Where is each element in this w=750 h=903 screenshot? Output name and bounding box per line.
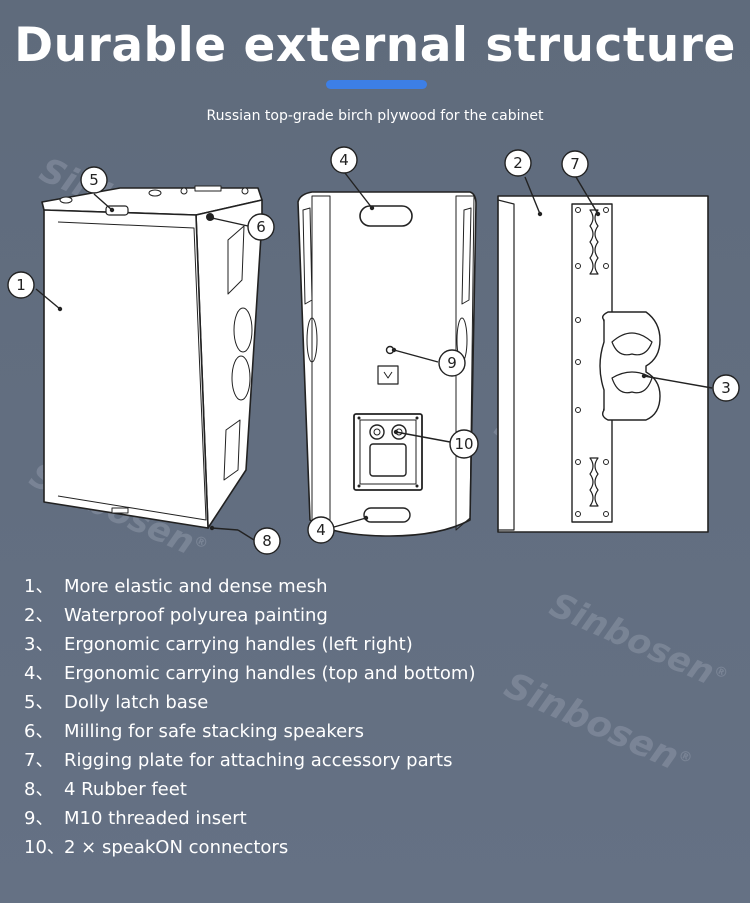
feature-item: 1、 More elastic and dense mesh — [24, 572, 476, 601]
feature-number: 4、 — [24, 663, 54, 684]
feature-item: 3、 Ergonomic carrying handles (left right… — [24, 630, 476, 659]
feature-item: 6、 Milling for safe stacking speakers — [24, 717, 476, 746]
feature-number: 5、 — [24, 692, 54, 713]
callout-4-top: 4 — [330, 146, 358, 174]
feature-text: Dolly latch base — [64, 692, 209, 713]
feature-text: Waterproof polyurea painting — [64, 605, 328, 626]
feature-item: 7、 Rigging plate for attaching accessory … — [24, 746, 476, 775]
callout-9: 9 — [438, 349, 466, 377]
feature-text: M10 threaded insert — [64, 808, 247, 829]
feature-item: 5、 Dolly latch base — [24, 688, 476, 717]
callout-10: 10 — [449, 429, 479, 459]
title-accent-bar — [326, 80, 427, 89]
svg-text:3: 3 — [721, 379, 731, 397]
feature-number: 7、 — [24, 750, 54, 771]
feature-text: Milling for safe stacking speakers — [64, 721, 364, 742]
watermark-4: Sinbosen® — [543, 585, 731, 693]
svg-text:6: 6 — [256, 218, 266, 236]
speaker-side-view — [497, 195, 709, 533]
svg-text:9: 9 — [447, 354, 457, 372]
svg-text:10: 10 — [454, 435, 473, 453]
feature-item: 8、 4 Rubber feet — [24, 775, 476, 804]
feature-text: 4 Rubber feet — [64, 779, 187, 800]
svg-text:4: 4 — [339, 151, 349, 169]
feature-number: 10、 — [24, 837, 65, 858]
feature-number: 2、 — [24, 605, 54, 626]
feature-text: Ergonomic carrying handles (left right) — [64, 634, 413, 655]
watermark-5: Sinbosen® — [498, 665, 695, 779]
callout-7: 7 — [561, 150, 589, 178]
feature-number: 1、 — [24, 576, 54, 597]
callout-6: 6 — [247, 213, 275, 241]
speaker-diagram: 1 5 6 8 4 9 10 4 2 7 3 — [7, 146, 740, 555]
svg-text:1: 1 — [16, 276, 26, 294]
feature-number: 3、 — [24, 634, 54, 655]
speaker-front-view — [41, 185, 263, 529]
feature-text: More elastic and dense mesh — [64, 576, 328, 597]
callout-2: 2 — [504, 149, 532, 177]
leader-dots — [57, 205, 647, 531]
callout-8: 8 — [253, 527, 281, 555]
svg-text:7: 7 — [570, 155, 580, 173]
feature-item: 9、 M10 threaded insert — [24, 804, 476, 833]
feature-text: Ergonomic carrying handles (top and bott… — [64, 663, 476, 684]
page-subtitle: Russian top-grade birch plywood for the … — [206, 108, 544, 124]
feature-text: Rigging plate for attaching accessory pa… — [64, 750, 453, 771]
feature-text: 2 × speakON connectors — [64, 837, 289, 858]
svg-text:2: 2 — [513, 154, 523, 172]
page-title: Durable external structure — [14, 18, 736, 73]
feature-item: 4、 Ergonomic carrying handles (top and bo… — [24, 659, 476, 688]
feature-item: 2、 Waterproof polyurea painting — [24, 601, 476, 630]
feature-item: 10、2 × speakON connectors — [24, 833, 476, 862]
svg-text:4: 4 — [316, 521, 326, 539]
feature-list: 1、 More elastic and dense mesh 2、 Waterpro… — [24, 572, 476, 862]
svg-text:5: 5 — [89, 171, 99, 189]
callout-3: 3 — [712, 374, 740, 402]
feature-number: 8、 — [24, 779, 54, 800]
leader-lines — [35, 172, 713, 541]
callout-1: 1 — [7, 271, 35, 299]
feature-number: 9、 — [24, 808, 54, 829]
callout-4-bottom: 4 — [307, 516, 335, 544]
feature-number: 6、 — [24, 721, 54, 742]
callout-5: 5 — [80, 166, 108, 194]
svg-text:8: 8 — [262, 532, 272, 550]
